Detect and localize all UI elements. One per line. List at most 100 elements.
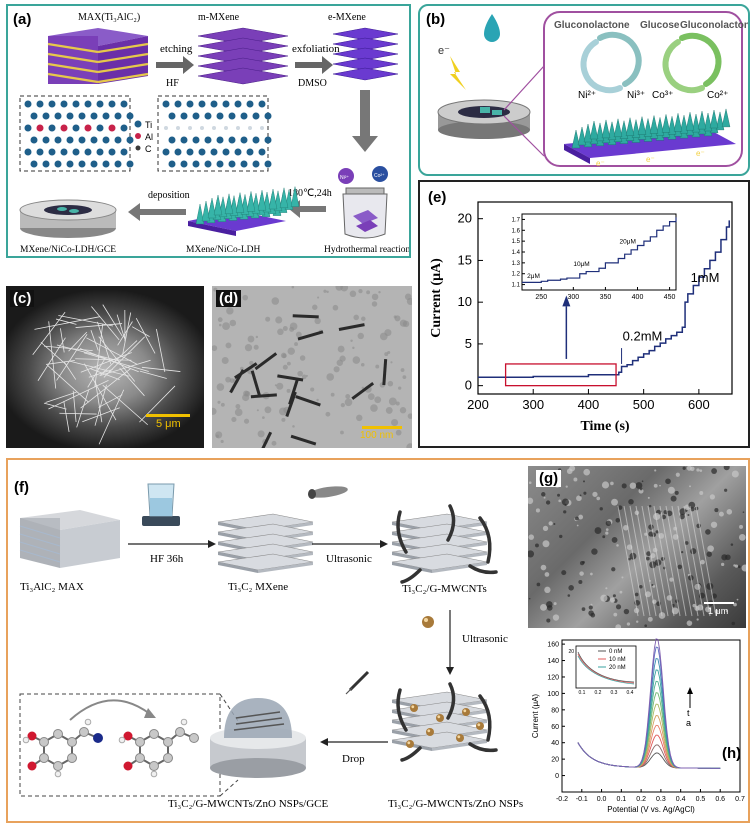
sem-grain bbox=[605, 587, 608, 590]
zoom-line bbox=[503, 65, 545, 111]
carbon-atom bbox=[39, 737, 49, 747]
lattice-atom bbox=[168, 136, 176, 144]
panel-h-label: (h) bbox=[722, 745, 741, 762]
sem-grain bbox=[655, 530, 659, 534]
carbon-atom bbox=[189, 733, 199, 743]
ldh-nanosheet bbox=[577, 126, 587, 146]
ldh-nanosheet bbox=[195, 203, 205, 225]
sem-grain bbox=[579, 571, 584, 576]
sem-grain bbox=[635, 482, 643, 489]
sem-grain bbox=[723, 466, 730, 471]
layer-edge bbox=[653, 505, 675, 617]
ldh-nanosheet bbox=[709, 109, 719, 129]
tem-grain bbox=[276, 382, 284, 390]
stirrer-beaker-icon bbox=[142, 483, 180, 526]
tem-grain bbox=[326, 373, 335, 381]
panel-a-label: (a) bbox=[13, 11, 31, 28]
sem-grain bbox=[647, 616, 653, 622]
etching-label: etching bbox=[160, 43, 193, 55]
tem-grain bbox=[332, 304, 339, 311]
tem-grain bbox=[295, 331, 302, 338]
gce-dome-electrode bbox=[210, 698, 306, 778]
sem-grain bbox=[714, 508, 719, 513]
carbon-nanotube bbox=[396, 688, 408, 732]
zoom-box bbox=[543, 11, 743, 167]
co3-label: Co³⁺ bbox=[652, 90, 673, 101]
lattice-atom bbox=[120, 124, 128, 132]
tem-grain bbox=[220, 439, 224, 444]
e-inset-annotation: 20μM bbox=[620, 238, 636, 245]
e-inset-x-tick-label: 350 bbox=[600, 294, 612, 301]
f-max-label: Ti₃AlC₂ MAX bbox=[20, 581, 84, 593]
lattice-atom bbox=[84, 124, 92, 132]
deposition-label: deposition bbox=[148, 190, 190, 201]
ldh-nanosheet bbox=[268, 188, 278, 210]
lattice-atom bbox=[180, 136, 188, 144]
sem-grain bbox=[707, 545, 714, 552]
lightning-icon bbox=[450, 56, 466, 90]
panel-f: (f) Ti₃AlC₂ MAX HF 36h Ti₃C₂ MXene bbox=[10, 462, 524, 819]
oxidation-arrow bbox=[69, 699, 151, 721]
h-x-tick-label: 0.6 bbox=[715, 796, 725, 803]
hydrogen-atom bbox=[54, 770, 62, 778]
nitrogen-atom bbox=[93, 733, 103, 743]
lattice-atom bbox=[204, 160, 212, 168]
tem-grain bbox=[404, 293, 412, 301]
sem-grain bbox=[605, 528, 609, 531]
lattice-atom bbox=[84, 148, 92, 156]
oxygen-atom bbox=[123, 731, 133, 741]
tem-grain bbox=[387, 380, 394, 387]
ni-cycle-arrow bbox=[597, 31, 642, 87]
layer-edge bbox=[623, 505, 645, 617]
lattice-atom bbox=[210, 100, 218, 108]
sem-grain bbox=[639, 487, 643, 491]
ldh-nanosheet bbox=[637, 116, 647, 135]
sem-grain bbox=[567, 594, 571, 597]
tem-grain bbox=[375, 364, 380, 369]
tem-grain bbox=[287, 361, 291, 366]
tem-grain bbox=[247, 335, 255, 343]
ldh-nanosheet bbox=[595, 122, 605, 142]
panel-e-label: (e) bbox=[428, 189, 446, 206]
sem-grain bbox=[616, 544, 619, 547]
lattice-atom bbox=[252, 112, 260, 120]
lattice-atom bbox=[108, 148, 116, 156]
panel-b: (b) e⁻ Gluconolactone Glucose Gluconolac… bbox=[418, 4, 756, 176]
ldh-nanosheet bbox=[643, 118, 653, 137]
zno-nanoparticle bbox=[410, 704, 418, 712]
tem-grain bbox=[367, 393, 375, 400]
conditions-label: 180℃,24h bbox=[288, 188, 332, 199]
petal-edge bbox=[32, 311, 66, 355]
sem-grain bbox=[734, 564, 739, 568]
zno-particle-icon bbox=[422, 616, 434, 628]
electron-mark: e⁻ bbox=[696, 149, 705, 158]
petal-edge bbox=[60, 328, 65, 353]
sem-grain bbox=[548, 521, 553, 526]
hf-label: HF bbox=[166, 78, 179, 89]
petal-edge bbox=[63, 401, 70, 432]
tem-grain bbox=[333, 366, 340, 373]
tem-grain bbox=[399, 319, 407, 327]
sem-grain bbox=[736, 598, 739, 601]
tem-grain bbox=[225, 376, 232, 383]
e-y-tick-label: 20 bbox=[458, 211, 472, 226]
lattice-atom bbox=[36, 100, 44, 108]
electron-label: e⁻ bbox=[438, 45, 450, 57]
e-y-tick-label: 15 bbox=[458, 252, 472, 267]
sem-grain bbox=[612, 594, 616, 598]
f-ultrasonic2: Ultrasonic bbox=[462, 633, 508, 645]
deposition-arrow bbox=[128, 203, 186, 221]
carbon-atom bbox=[53, 729, 63, 739]
lattice-atom bbox=[30, 160, 38, 168]
zno-highlight bbox=[457, 735, 461, 739]
carbon-nanotube bbox=[400, 568, 422, 584]
sem-grain bbox=[706, 551, 712, 557]
sem-grain bbox=[611, 498, 618, 506]
mxene-layer-edge bbox=[432, 740, 487, 751]
h-y-tick-label: 140 bbox=[547, 658, 559, 665]
tem-grain bbox=[275, 316, 283, 324]
petal-edge bbox=[95, 381, 103, 423]
h-x-tick-label: 0.0 bbox=[597, 796, 607, 803]
panel-d-tem-image: (d) 100 nm bbox=[212, 286, 412, 448]
